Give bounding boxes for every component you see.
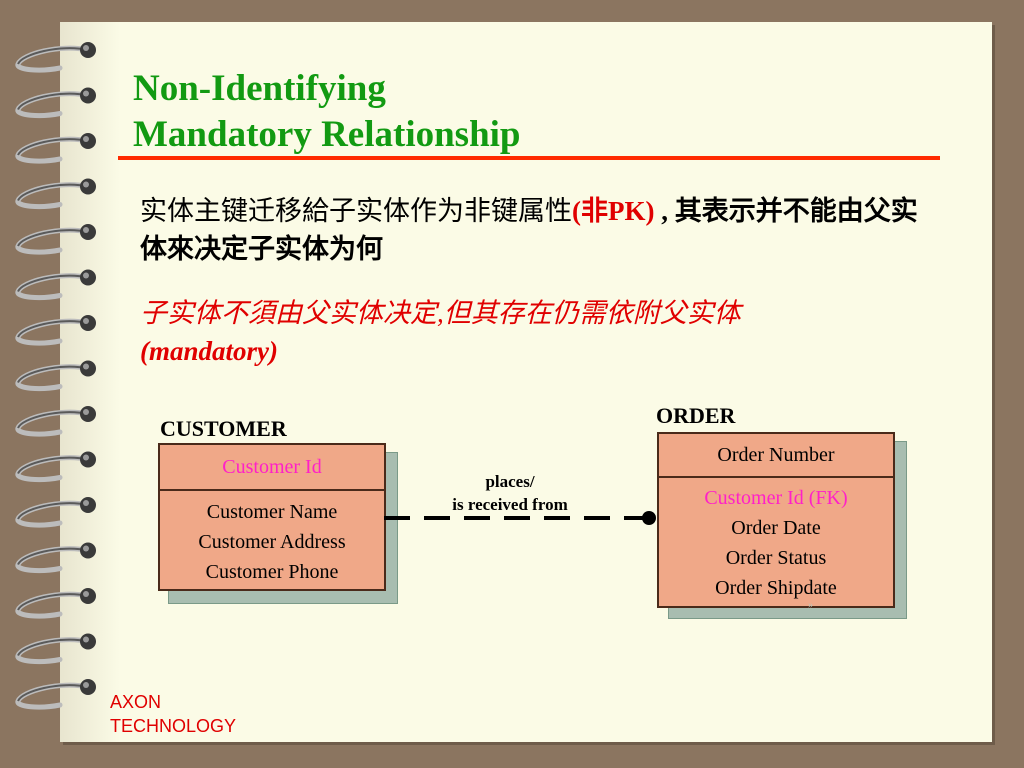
- binding-hole-highlight: [83, 363, 89, 370]
- binding-hole-highlight: [83, 500, 89, 506]
- order-attributes: Customer Id (FK) Order Date Order Status…: [659, 478, 893, 603]
- customer-entity-box[interactable]: Customer Id Customer Name Customer Addre…: [158, 443, 386, 591]
- binding-hole-highlight: [83, 591, 89, 597]
- customer-entity-label: CUSTOMER: [160, 416, 287, 441]
- order-fk: Customer Id (FK): [704, 487, 848, 509]
- binding-hole-highlight: [83, 45, 89, 51]
- binding-hole-highlight: [83, 318, 89, 324]
- binding-ring-edge: [17, 138, 89, 156]
- binding-ring: [15, 637, 91, 665]
- binding-ring-edge: [17, 411, 89, 429]
- slide-title: Non-Identifying Mandatory Relationship: [133, 68, 521, 155]
- relationship-connector[interactable]: [384, 500, 664, 540]
- binding-ring: [15, 682, 91, 710]
- binding-ring: [15, 45, 91, 73]
- description-text-b: , 其表示并不能由父实体來决定子实体为何: [140, 196, 918, 264]
- description-text-a: 实体主键迁移給子实体作为非键属性: [140, 196, 572, 226]
- binding-hole-highlight: [83, 409, 89, 415]
- binding-ring: [15, 182, 91, 210]
- binding-ring-edge: [17, 684, 89, 702]
- binding-ring-edge: [17, 274, 89, 293]
- customer-attribute: Customer Address: [198, 531, 346, 553]
- order-attribute: Order Shipdate: [715, 577, 837, 599]
- binding-ring: [15, 364, 91, 392]
- order-entity-box[interactable]: Order Number Customer Id (FK) Order Date…: [657, 432, 895, 608]
- binding-hole-highlight: [83, 454, 89, 461]
- binding-ring: [15, 455, 91, 483]
- order-attribute: Order Status: [725, 547, 827, 569]
- binding-ring-edge: [17, 320, 89, 338]
- binding-ring-edge: [17, 638, 89, 657]
- relationship-label-line1: places/: [485, 472, 535, 491]
- binding-hole-highlight: [83, 90, 89, 97]
- description-paragraph: 实体主键迁移給子实体作为非键属性(非PK) , 其表示并不能由父实体來决定子实体…: [140, 192, 940, 268]
- customer-pk: Customer Id: [160, 445, 384, 491]
- binding-ring: [15, 273, 91, 301]
- binding-ring: [15, 500, 91, 528]
- binding-hole-highlight: [83, 545, 89, 552]
- binding-ring-edge: [17, 92, 89, 111]
- order-attribute: Order Date: [731, 517, 821, 539]
- mandatory-note: 子实体不須由父实体决定,但其存在仍需依附父实体 (mandatory): [140, 294, 940, 370]
- cardinality-dot: [642, 511, 656, 525]
- binding-ring-edge: [17, 365, 89, 384]
- binding-ring: [15, 136, 91, 164]
- relationship-label-line2: is received from: [452, 495, 568, 514]
- binding-ring-edge: [17, 547, 89, 566]
- mandatory-note-paren: (mandatory): [140, 336, 278, 366]
- non-pk-note: (非PK): [572, 196, 655, 226]
- binding-ring: [15, 409, 91, 437]
- binding-ring-edge: [17, 456, 89, 475]
- binding-ring: [15, 318, 91, 346]
- binding-ring-edge: [17, 229, 89, 247]
- binding-ring: [15, 91, 91, 119]
- binding-hole-highlight: [83, 636, 89, 643]
- mandatory-note-text: 子实体不須由父实体决定,但其存在仍需依附父实体: [140, 298, 741, 328]
- customer-attribute: Customer Phone: [205, 561, 339, 583]
- binding-ring-edge: [17, 183, 89, 202]
- binding-hole-highlight: [83, 181, 89, 188]
- binding-ring: [15, 546, 91, 574]
- binding-ring-edge: [17, 593, 89, 611]
- order-entity-label: ORDER: [656, 403, 736, 428]
- faint-mark: »: [808, 600, 813, 611]
- title-underline: [118, 156, 940, 160]
- binding-hole-highlight: [83, 272, 89, 279]
- customer-attributes: Customer Name Customer Address Customer …: [160, 491, 384, 587]
- binding-ring: [15, 227, 91, 255]
- company-footer: AXON TECHNOLOGY: [110, 692, 237, 736]
- binding-ring-edge: [17, 47, 89, 65]
- order-pk: Order Number: [659, 434, 893, 478]
- customer-attribute: Customer Name: [206, 501, 338, 523]
- binding-ring-edge: [17, 502, 89, 520]
- slide-page: [60, 22, 992, 742]
- binding-hole-highlight: [83, 136, 89, 142]
- spiral-binding-rings: [15, 42, 96, 710]
- relationship-label: places/ is received from: [430, 470, 590, 516]
- binding-ring: [15, 591, 91, 619]
- binding-hole-highlight: [83, 682, 89, 688]
- binding-hole-highlight: [83, 227, 89, 233]
